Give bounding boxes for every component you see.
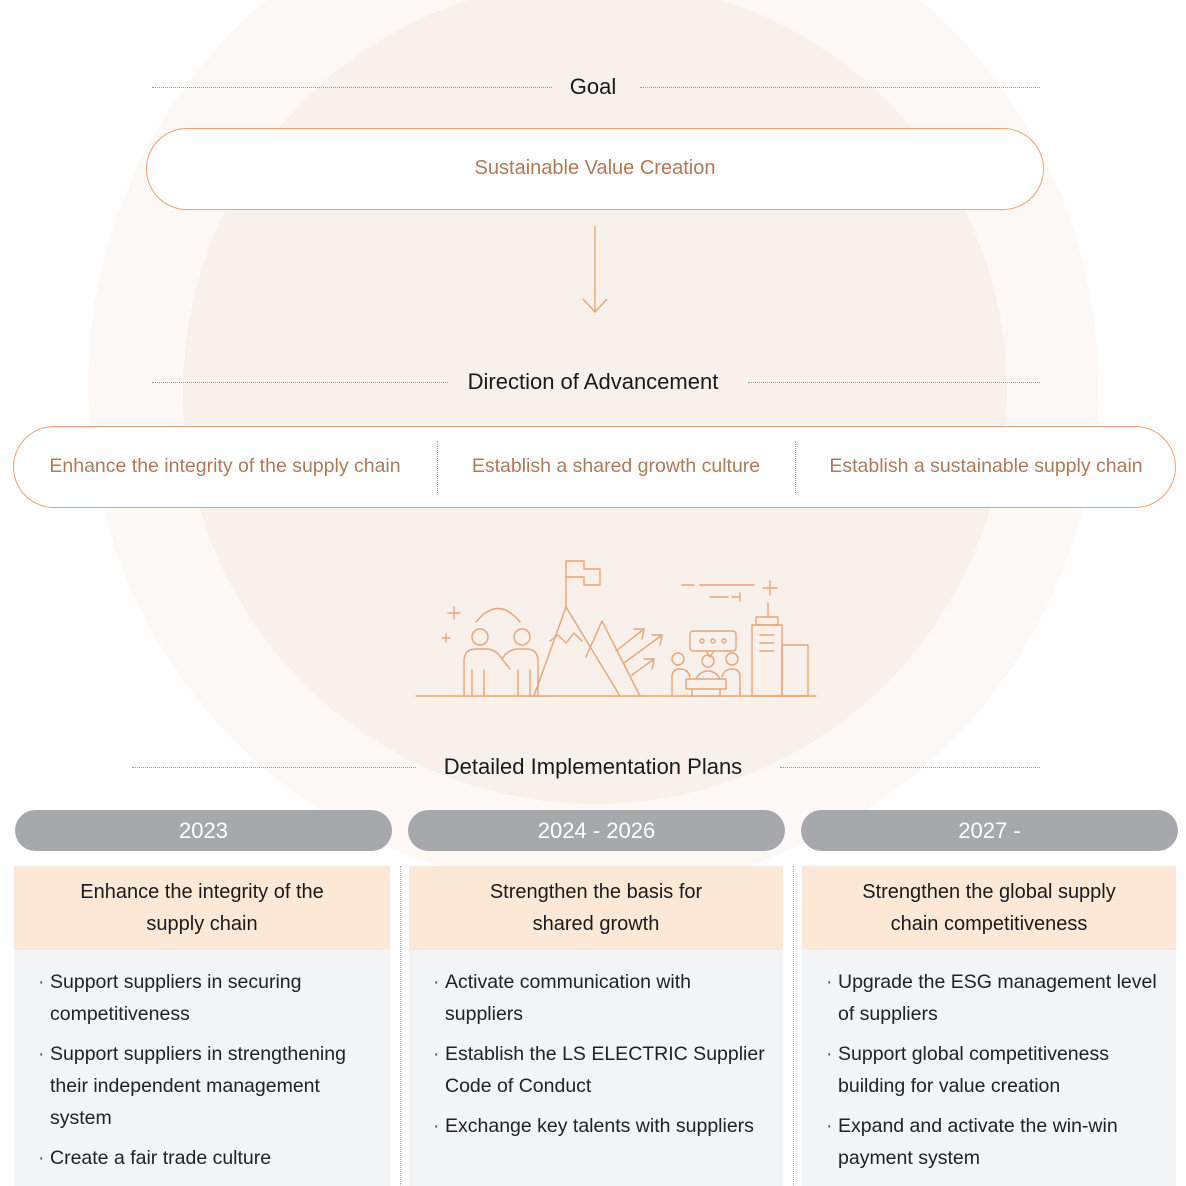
plans-divider-right <box>780 767 1040 768</box>
plan-title-2023: Enhance the integrity of the supply chai… <box>14 866 390 950</box>
list-item: Exchange key talents with suppliers <box>433 1110 767 1142</box>
goal-heading: Goal <box>569 74 617 99</box>
list-item: Support suppliers in securing competitiv… <box>38 966 374 1030</box>
goal-value: Sustainable Value Creation <box>474 157 716 179</box>
plan-title-2027: Strengthen the global supply chain compe… <box>802 866 1176 950</box>
list-item: Expand and activate the win-win payment … <box>826 1110 1160 1174</box>
plans-heading: Detailed Implementation Plans <box>443 754 743 779</box>
list-item: Support global competitiveness building … <box>826 1038 1160 1102</box>
list-item: Upgrade the ESG management level of supp… <box>826 966 1160 1030</box>
direction-separator <box>795 441 796 493</box>
direction-heading: Direction of Advancement <box>467 369 719 394</box>
list-item: Create a fair trade culture <box>38 1142 374 1174</box>
plans-divider-left <box>132 767 416 768</box>
plan-title-text: Enhance the integrity of the supply chai… <box>80 881 324 935</box>
down-arrow-icon <box>582 226 608 314</box>
plan-title-2024-2026: Strengthen the basis for shared growth <box>409 866 783 950</box>
column-separator <box>400 866 401 1186</box>
list-item: Activate communication with suppliers <box>433 966 767 1030</box>
year-pill-2023: 2023 <box>15 810 392 851</box>
list-item: Establish the LS ELECTRIC Supplier Code … <box>433 1038 767 1102</box>
plan-title-text: Strengthen the basis for shared growth <box>489 881 703 935</box>
plan-list-2023: Support suppliers in securing competitiv… <box>14 950 390 1186</box>
direction-item-integrity: Enhance the integrity of the supply chai… <box>49 455 401 477</box>
direction-pill: Enhance the integrity of the supply chai… <box>13 426 1176 508</box>
plan-title-text: Strengthen the global supply chain compe… <box>862 881 1116 935</box>
direction-divider-right <box>748 382 1040 383</box>
plan-list-2027: Upgrade the ESG management level of supp… <box>802 950 1176 1186</box>
goal-divider-right <box>640 87 1040 88</box>
goal-pill: Sustainable Value Creation <box>146 128 1044 210</box>
direction-separator <box>437 441 438 493</box>
direction-divider-left <box>152 382 448 383</box>
year-pill-2024-2026: 2024 - 2026 <box>408 810 785 851</box>
direction-item-shared-growth: Establish a shared growth culture <box>471 455 761 477</box>
column-separator <box>793 866 794 1186</box>
collaboration-growth-icon <box>415 560 817 697</box>
plan-list-2024-2026: Activate communication with suppliers Es… <box>409 950 783 1186</box>
list-item: Support suppliers in strengthening their… <box>38 1038 374 1134</box>
year-pill-2027: 2027 - <box>801 810 1178 851</box>
goal-divider-left <box>152 87 552 88</box>
direction-item-sustainable: Establish a sustainable supply chain <box>829 455 1143 477</box>
